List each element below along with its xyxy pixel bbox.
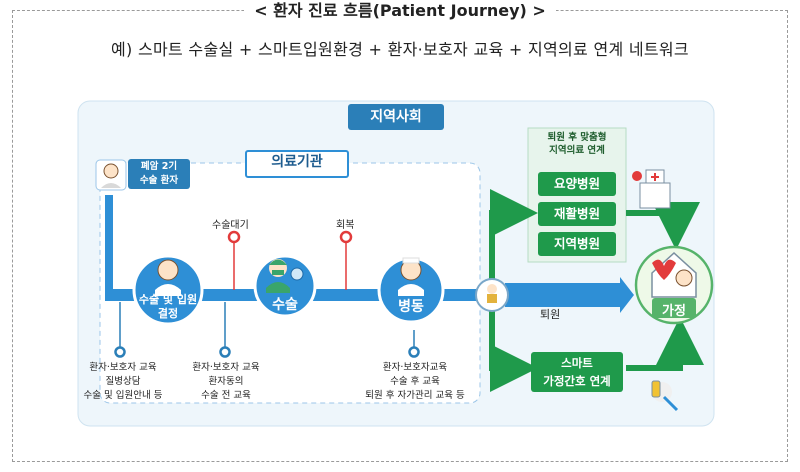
note-decision-line-1: 환자·보호자 교육: [89, 362, 157, 373]
note-decision: 환자·보호자 교육 질병상담 수술 및 입원안내 등: [78, 361, 168, 403]
smart-care-line-1: 스마트: [561, 356, 593, 370]
home-label-bg: [652, 298, 696, 318]
surgeon-icon: [266, 259, 304, 293]
doctor-icon: [155, 259, 181, 296]
note-waiting-line-3: 수술 전 교육: [201, 390, 251, 401]
stage-decision-line-2: 결정: [157, 307, 179, 320]
to-home-bottom: [626, 317, 704, 371]
stage-decision-label: 수술 및 입원 결정: [130, 293, 206, 321]
discharge-patient-icon: [475, 278, 509, 312]
branch-up: [489, 189, 538, 285]
event-recovery-label: 회복: [336, 220, 355, 231]
page-title: < 환자 진료 흐름(Patient Journey) >: [244, 0, 556, 24]
main-flow-arrow: [505, 277, 634, 313]
community-label: 지역사회: [348, 104, 444, 130]
note-waiting-line-2: 환자동의: [208, 376, 244, 387]
medical-label: 의료기관: [245, 150, 349, 178]
note-ward-line-2: 수술 후 교육: [390, 376, 440, 387]
discharge-label: 퇴원: [540, 308, 561, 321]
stage-ward-label: 병동: [398, 299, 424, 315]
hospital-nursing-home: 요양병원: [538, 172, 616, 196]
note-waiting-line-1: 환자·보호자 교육: [192, 362, 260, 373]
syringe-icon: [651, 380, 679, 412]
home-label: 가정: [662, 304, 686, 319]
after-title-line-1: 퇴원 후 맞춤형: [547, 132, 607, 143]
nurse-icon: [398, 257, 424, 296]
note-waiting: 환자·보호자 교육 환자동의 수술 전 교육: [183, 361, 269, 403]
to-home-top: [626, 202, 700, 250]
page-subtitle: 예) 스마트 수술실 + 스마트입원환경 + 환자·보호자 교육 + 지역의료 …: [111, 40, 689, 59]
patient-tag: 폐암 2기 수술 환자: [128, 159, 190, 189]
house-icon: [651, 251, 697, 298]
note-decision-line-3: 수술 및 입원안내 등: [83, 390, 163, 401]
note-ward-line-1: 환자·보호자교육: [382, 362, 448, 373]
hospital-rehabilitation: 재활병원: [538, 202, 616, 226]
hospital-building-icon: [632, 169, 671, 209]
stage-surgery-label: 수술: [272, 297, 298, 313]
patient-avatar: [95, 159, 127, 191]
after-title-line-2: 지역의료 연계: [549, 145, 605, 156]
note-ward: 환자·보호자교육 수술 후 교육 퇴원 후 자가관리 교육 등: [358, 361, 472, 403]
after-discharge-title: 퇴원 후 맞춤형 지역의료 연계: [528, 131, 626, 157]
branch-down: [489, 305, 538, 392]
smart-care-line-2: 가정간호 연계: [543, 374, 611, 388]
smart-home-care: 스마트 가정간호 연계: [531, 352, 623, 392]
patient-tag-line-1: 폐암 2기: [140, 161, 178, 172]
title-wrap: < 환자 진료 흐름(Patient Journey) >: [0, 0, 800, 24]
patient-tag-line-2: 수술 환자: [139, 175, 179, 186]
event-waiting-label: 수술대기: [212, 220, 249, 231]
stage-decision-line-1: 수술 및 입원: [138, 293, 198, 306]
note-decision-line-2: 질병상담: [105, 376, 141, 387]
hospital-local: 지역병원: [538, 232, 616, 256]
note-ward-line-3: 퇴원 후 자가관리 교육 등: [365, 390, 465, 401]
